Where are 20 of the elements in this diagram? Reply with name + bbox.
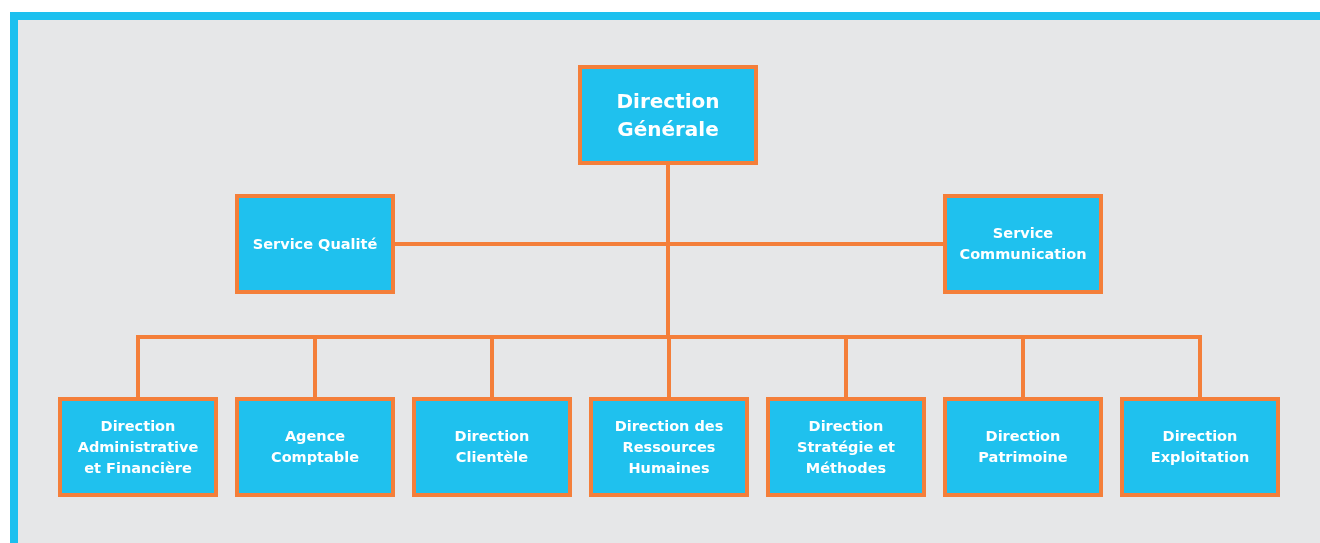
box-label: Direction des Ressources Humaines [613,416,725,478]
box-label: Direction Administrative et Financière [76,416,200,478]
org-box [766,397,926,497]
box-label: Direction Stratégie et Méthodes [795,416,897,478]
box-label: Agence Comptable [270,427,360,467]
box-label: Service Qualité [252,234,378,254]
org-box [943,397,1103,497]
box-label: Direction Patrimoine [977,427,1069,467]
box-label: Direction Générale [615,88,721,143]
org-box [58,397,218,497]
box-label: Direction Exploitation [1149,427,1251,467]
org-box [943,194,1103,294]
org-box [589,397,749,497]
org-box [235,397,395,497]
org-box [235,194,395,294]
org-box [578,65,758,165]
org-box [1120,397,1280,497]
box-label: Service Communication [958,224,1088,264]
org-box [412,397,572,497]
box-label: Direction Clientèle [453,427,531,467]
